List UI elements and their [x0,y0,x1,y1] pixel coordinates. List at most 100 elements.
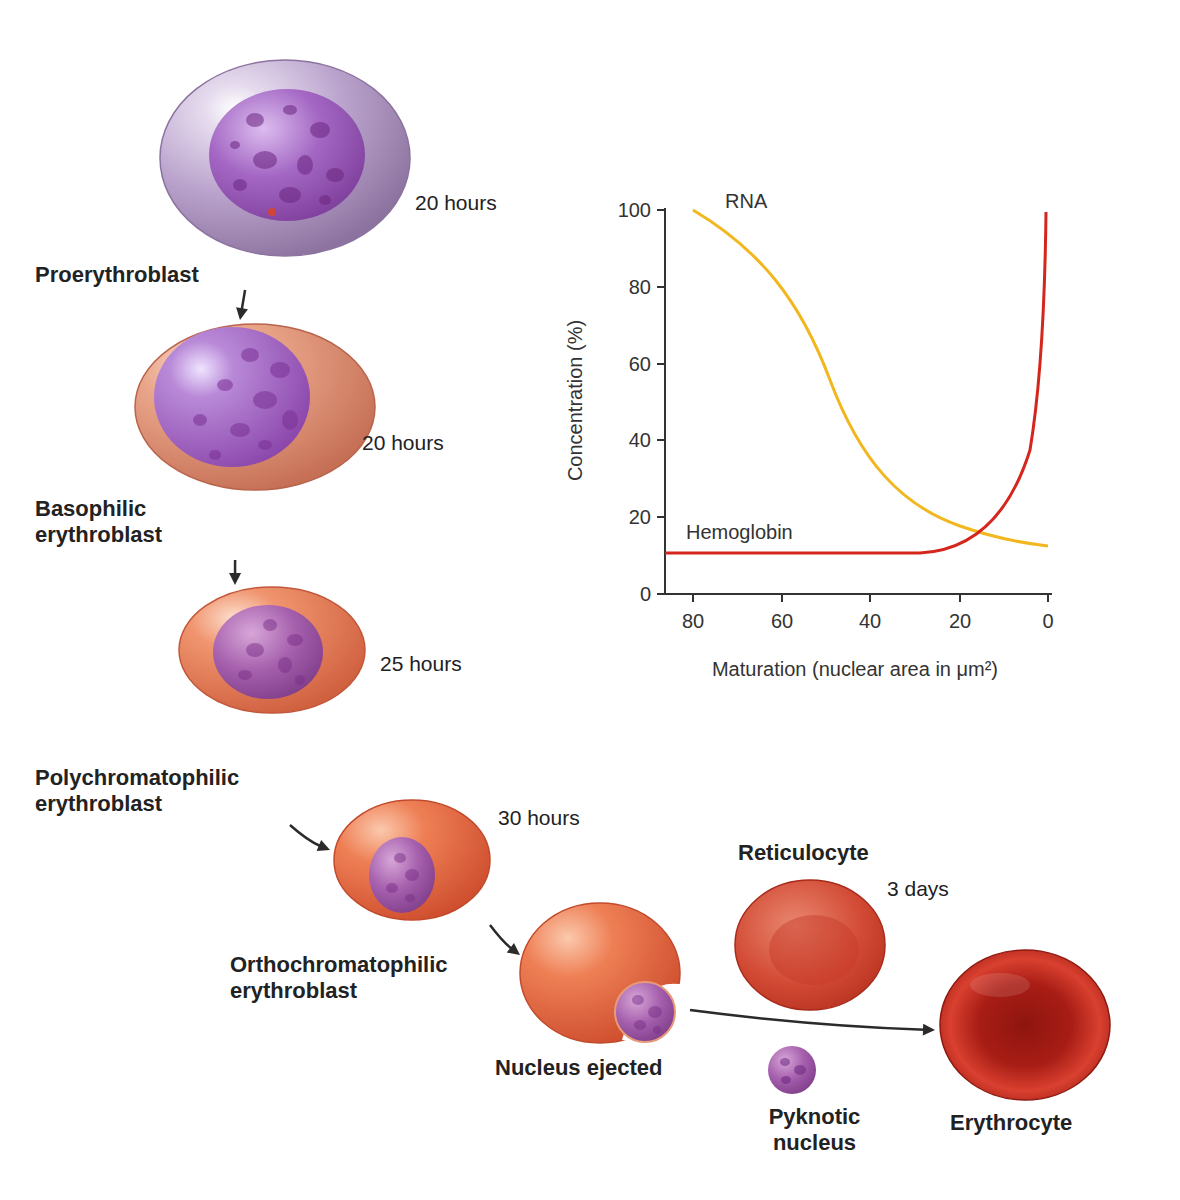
proerythroblast-cell [160,60,410,256]
basophilic-erythroblast-cell-part-part [230,423,250,437]
polychromatophilic-erythroblast-cell-part-part [295,675,305,685]
axis-title: Concentration (%) [565,319,588,480]
chart-axes [657,208,1052,602]
cell-name: Orthochromatophilic erythroblast [230,952,490,1004]
erythrocyte-cell-part [970,973,1030,997]
pyknotic-nucleus-shape [768,1046,816,1094]
arrow-head [236,307,248,320]
chart-axes-part [959,594,961,602]
stage-duration: 20 hours [362,430,444,455]
cell-node: Polychromatophilic erythroblast25 hours [30,585,365,825]
axis-tick-label: 20 [949,610,971,633]
pyknotic-nucleus-shape-part-part [780,1058,790,1066]
reticulocyte-cell [735,880,885,1010]
arrow-head [317,840,330,851]
cell-name: Basophilic erythroblast [35,496,215,548]
basophilic-erythroblast-cell-part-part [217,379,233,391]
cell-name: Reticulocyte [738,840,869,866]
axis-tick-label: 60 [629,353,651,376]
hemoglobin-curve [665,212,1046,553]
maturation-arrow [229,560,241,585]
pyknotic-nucleus-shape-part [780,1058,806,1084]
axis-tick-label: 60 [771,610,793,633]
erythrocyte-cell [940,950,1110,1100]
proerythroblast-cell-part-part [283,105,297,115]
maturation-arrow [290,825,330,851]
basophilic-erythroblast-cell-part-part [258,440,272,450]
enucleating-cell-part-part [648,1006,662,1018]
arrow-line [490,925,512,949]
chart-axes-part [781,594,783,602]
polychromatophilic-erythroblast-cell-part [213,605,323,699]
orthochromatophilic-erythroblast-cell-part [386,853,419,902]
cell-node: Basophilic erythroblast20 hours [30,320,380,560]
orthochromatophilic-erythroblast-cell [334,800,490,920]
chart-axes-part [657,286,665,288]
arrow-line [290,825,321,846]
polychromatophilic-erythroblast-cell-part-part [287,634,303,646]
pyknotic-nucleus-shape-part [768,1046,816,1094]
basophilic-erythroblast-cell-part-part [253,391,277,409]
enucleating-cell-part [615,982,675,1042]
proerythroblast-cell-part [209,89,365,221]
arrow-head [229,573,241,585]
curve-label: RNA [725,190,767,213]
maturation-arrow [490,925,520,955]
cell-name: Polychromatophilic erythroblast [35,765,295,817]
proerythroblast-cell-part [230,105,344,205]
arrow-head [923,1024,935,1036]
arrow-line [690,1010,925,1030]
axis-tick-label: 0 [1042,610,1053,633]
orthochromatophilic-erythroblast-cell-part [334,800,490,920]
basophilic-erythroblast-cell-part-part [209,450,221,460]
chart-axes-part [657,593,665,595]
axis-tick-label: 100 [618,199,651,222]
axis-tick-label: 80 [629,276,651,299]
proerythroblast-cell-part-part [297,155,313,175]
proerythroblast-cell-part [268,208,276,216]
enucleating-cell-part-part [632,995,644,1005]
reticulocyte-cell-part [769,915,859,985]
proerythroblast-cell-part-part [233,179,247,191]
stage-duration: 30 hours [498,805,580,830]
proerythroblast-cell-part [160,60,410,256]
orthochromatophilic-erythroblast-cell-part-part [405,894,415,902]
axis-tick-label: 0 [640,583,651,606]
polychromatophilic-erythroblast-cell-part-part [238,670,252,680]
basophilic-erythroblast-cell [135,324,375,490]
erythrocyte-cell-part [940,950,1110,1100]
axis-title: Maturation (nuclear area in μm²) [712,658,998,681]
chart-axes-part [869,594,871,602]
curve-label: Hemoglobin [686,521,793,544]
chart-axes-part [664,208,666,595]
proerythroblast-cell-part-part [253,151,277,169]
maturation-arrow [236,290,248,320]
basophilic-erythroblast-cell-part-part [193,414,207,426]
basophilic-erythroblast-cell-part-part [282,410,298,430]
polychromatophilic-erythroblast-cell-part-part [263,619,277,631]
axis-tick-label: 40 [629,429,651,452]
chart-axes-part [1047,594,1049,602]
chart-axes-part [692,594,694,602]
cell-node: Erythrocyte [935,945,1120,1140]
cell-name: Nucleus ejected [495,1055,663,1081]
enucleating-cell-part [520,903,680,1043]
chart-axes-part [657,516,665,518]
basophilic-erythroblast-cell-part [154,327,310,467]
maturation-arrow [690,1010,935,1036]
cell-node: Orthochromatophilic erythroblast30 hours [330,795,490,1010]
stage-duration: 20 hours [415,190,497,215]
basophilic-erythroblast-cell-part-part [270,362,290,378]
proerythroblast-cell-part-part [310,122,330,138]
polychromatophilic-erythroblast-cell-part [238,619,305,685]
enucleating-cell-part-part [634,1020,646,1030]
orthochromatophilic-erythroblast-cell-part-part [405,869,419,881]
reticulocyte-cell-part [735,880,885,1010]
stage-duration: 3 days [887,876,949,901]
orthochromatophilic-erythroblast-cell-part [369,837,435,913]
enucleating-cell [520,903,695,1050]
arrow-line [234,560,237,575]
polychromatophilic-erythroblast-cell-part-part [278,657,292,673]
